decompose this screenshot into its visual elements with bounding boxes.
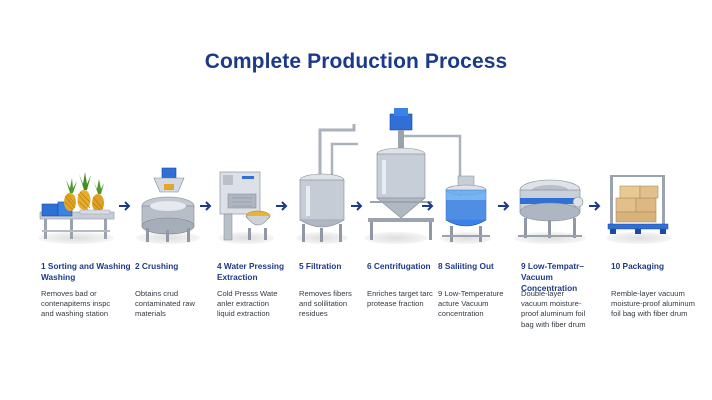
- centrifuge-icon: [368, 108, 462, 240]
- crusher-icon: [141, 167, 195, 242]
- water-press-icon: [219, 171, 271, 241]
- arrow-right-icon: [498, 201, 510, 211]
- step-title: 8 Saliiting Out: [438, 261, 494, 271]
- sorting-washing-station-icon: [39, 172, 115, 239]
- page-title: Complete Production Process: [204, 50, 508, 73]
- step-description: Obtains crud contaminated raw materials: [135, 289, 195, 319]
- arrow-right-icon: [422, 201, 434, 211]
- step-title: 6 Centrifugation: [367, 261, 431, 271]
- arrow-right-icon: [200, 201, 212, 211]
- step-title: 2 Crushing: [135, 261, 179, 271]
- step-description: Removes bad or contenapitems inspc and w…: [41, 289, 111, 319]
- salting-out-vessel-icon: [442, 175, 490, 242]
- step-title: 10 Packaging: [611, 261, 665, 271]
- step-description: 9 Low-Temperature acture Vacuum concentr…: [438, 289, 504, 319]
- step-title: 1 Sorting and Washing Washing: [41, 261, 131, 282]
- filtration-tank-icon: [299, 124, 358, 242]
- vacuum-concentrator-icon: [518, 179, 584, 238]
- arrow-right-icon: [119, 201, 131, 211]
- arrow-right-icon: [276, 201, 288, 211]
- step-description: Double-layer vacuum moisture-proof alumi…: [521, 289, 586, 329]
- step-description: Removes fibers and solilitation residues: [299, 289, 352, 319]
- step-title: 9 Low-Tempatr– Vacuum Concentration: [521, 261, 585, 293]
- packaging-pallet-icon: [607, 175, 669, 234]
- step-description: Cold Presss Wate anler extraction liquid…: [217, 289, 278, 319]
- step-title: 4 Water Pressing Extraction: [217, 261, 285, 282]
- arrow-right-icon: [589, 201, 601, 211]
- step-title: 5 Filtration: [299, 261, 342, 271]
- step-description: Remble-layer vacuum moisture-proof alumi…: [611, 289, 695, 319]
- step-description: Enriches target tarc protease fraction: [367, 289, 433, 309]
- arrow-right-icon: [351, 201, 363, 211]
